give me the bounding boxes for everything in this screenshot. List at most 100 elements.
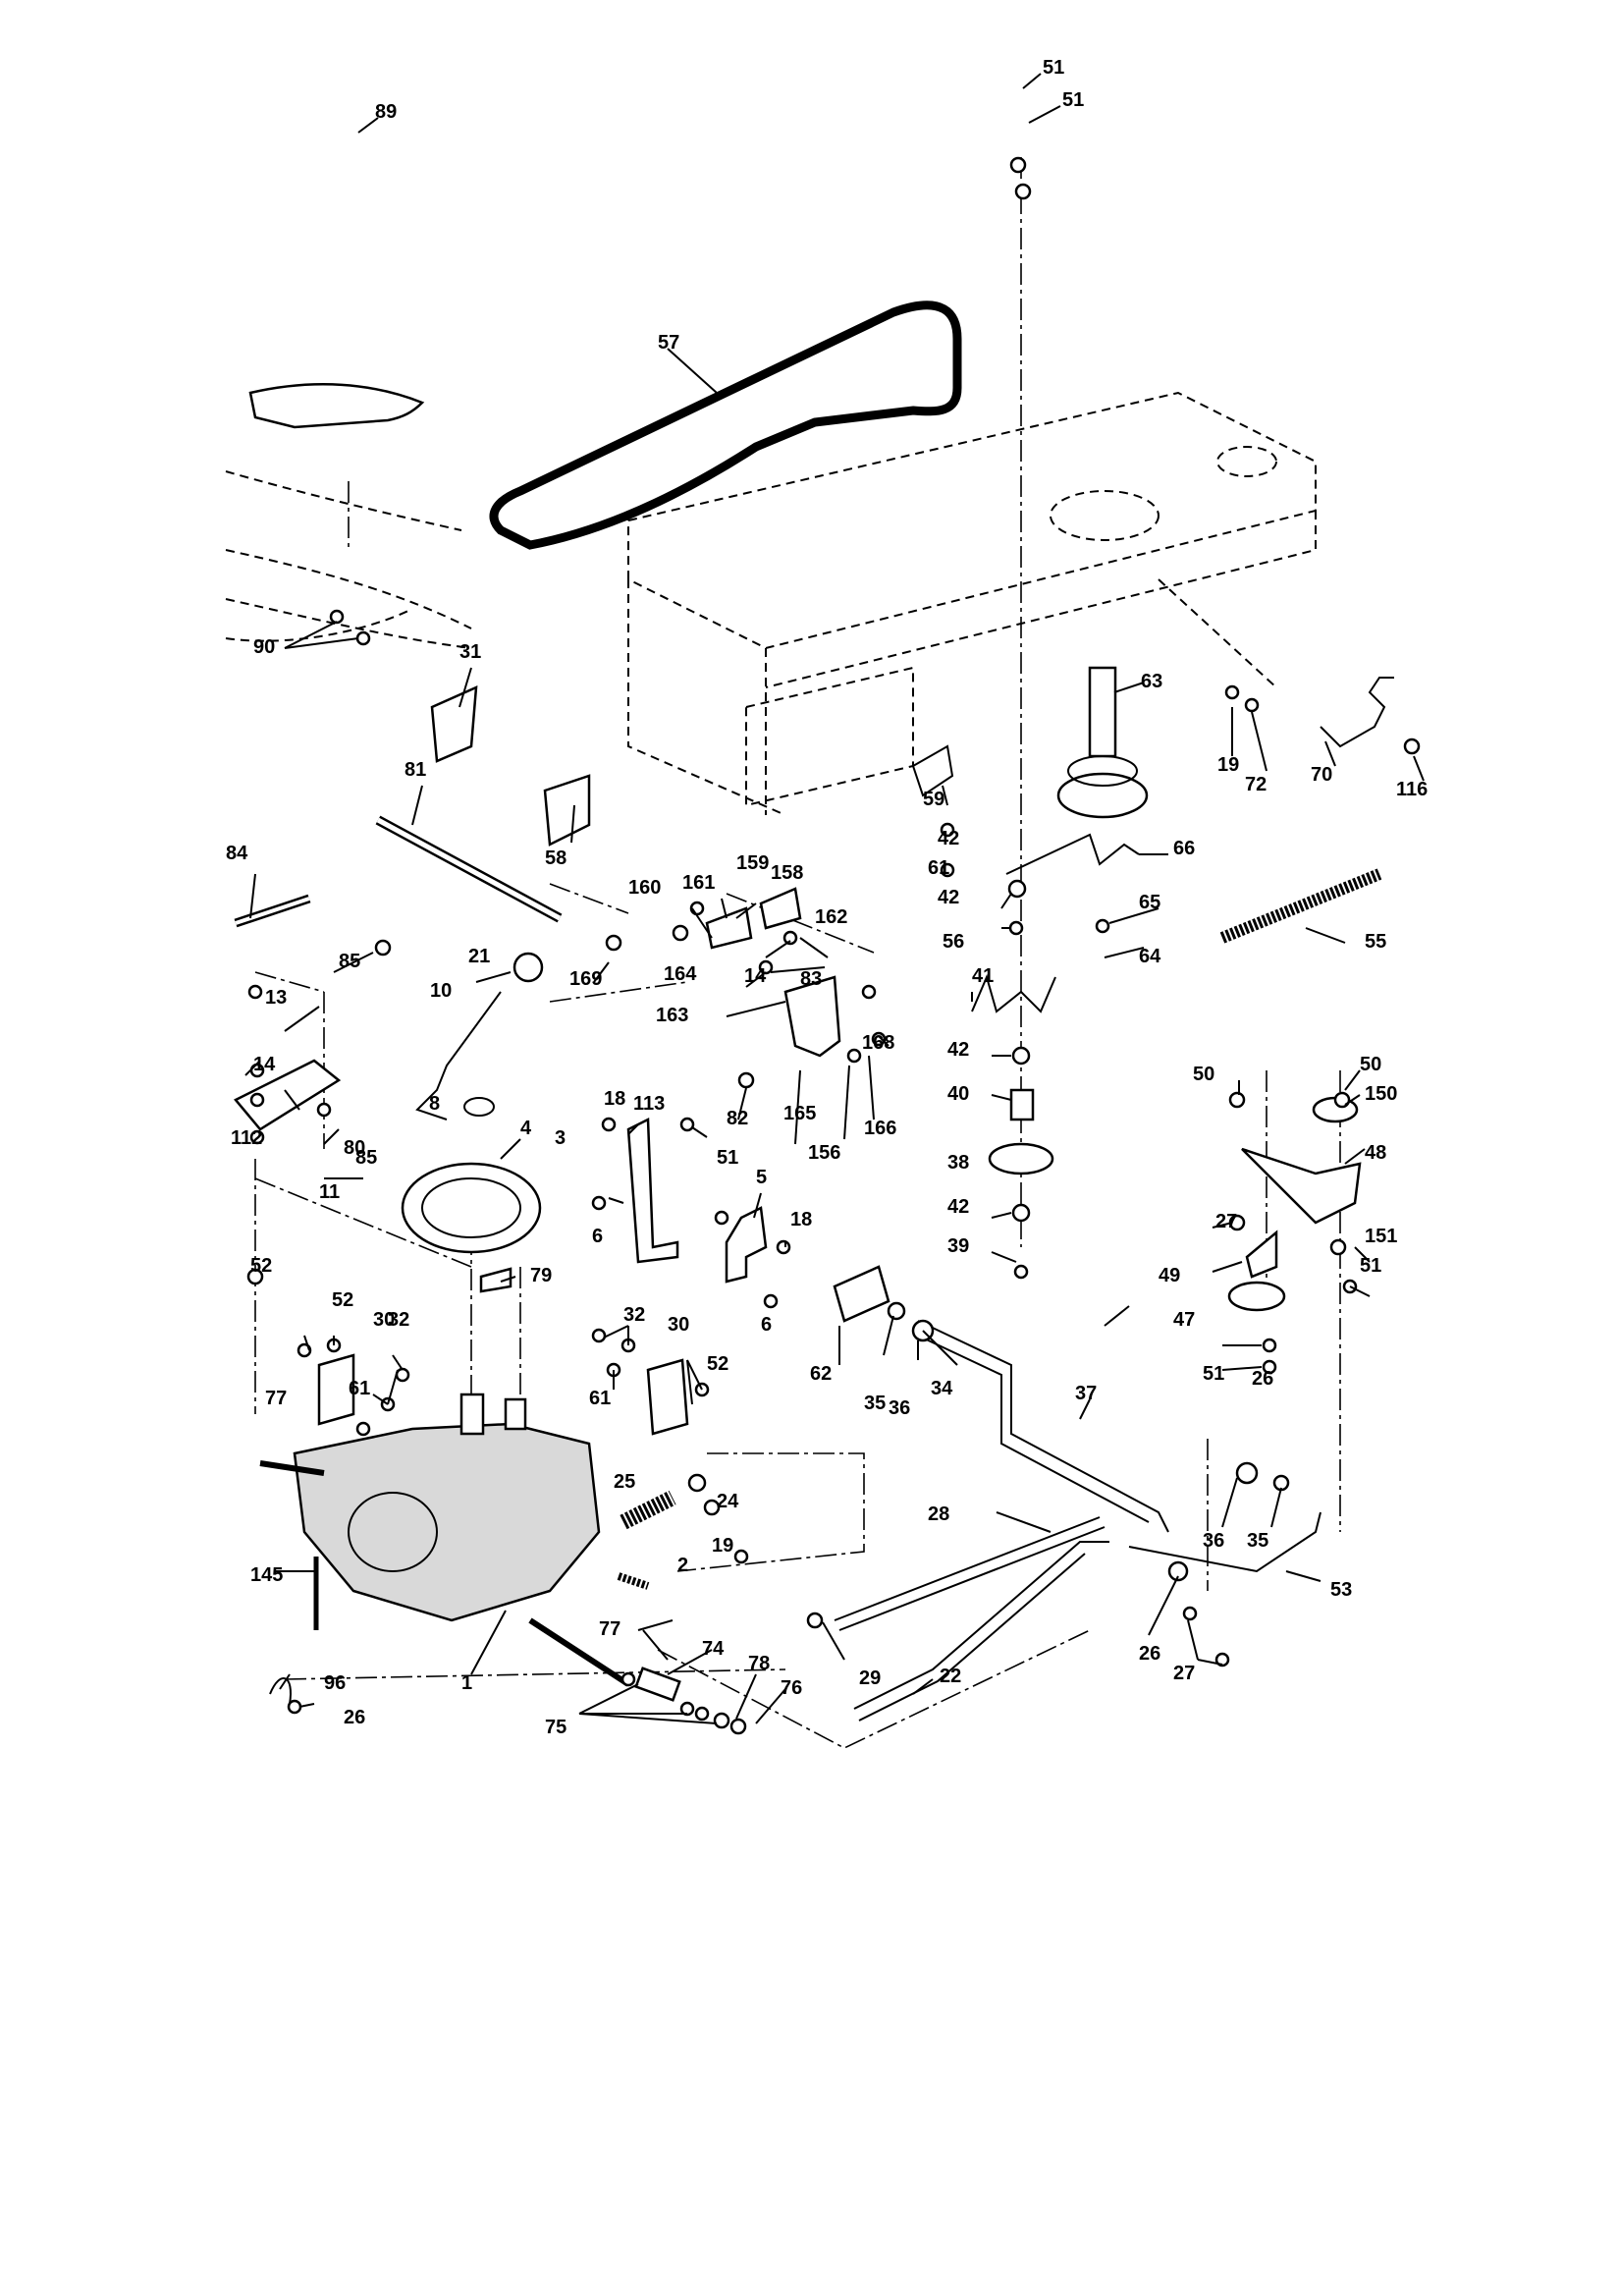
part-label-62: 62: [810, 1363, 832, 1385]
part-label-55: 55: [1365, 931, 1386, 953]
part-label-80: 80: [344, 1137, 365, 1159]
part-label-63: 63: [1141, 671, 1162, 692]
part-label-52: 52: [250, 1255, 272, 1277]
part-label-150: 150: [1365, 1083, 1397, 1105]
part-label-18: 18: [790, 1209, 812, 1230]
part-label-61: 61: [928, 857, 949, 879]
part-label-29: 29: [859, 1667, 881, 1689]
part-label-42: 42: [938, 828, 959, 849]
part-label-35: 35: [1247, 1530, 1268, 1552]
transaxle-1: [293, 1422, 601, 1622]
part-label-66: 66: [1173, 838, 1195, 859]
lever-8: [415, 991, 502, 1121]
part-label-163: 163: [656, 1005, 688, 1026]
part-label-2: 2: [677, 1555, 688, 1576]
part-label-61: 61: [589, 1388, 611, 1409]
pulley-47: [1227, 1281, 1286, 1312]
part-label-32: 32: [388, 1309, 409, 1331]
part-label-49: 49: [1159, 1265, 1180, 1286]
leader-lines: [244, 73, 1425, 1724]
part-label-38: 38: [947, 1152, 969, 1174]
part-label-78: 78: [748, 1653, 770, 1674]
part-label-26: 26: [1252, 1368, 1273, 1390]
clip-59: [911, 744, 954, 797]
part-label-11: 11: [319, 1181, 340, 1203]
spring-25: [620, 1490, 676, 1530]
part-label-10: 10: [430, 980, 452, 1002]
part-label-26: 26: [1139, 1643, 1160, 1665]
part-label-158: 158: [771, 862, 803, 884]
spindle-63: [1088, 666, 1117, 758]
part-label-34: 34: [931, 1378, 953, 1399]
part-label-81: 81: [404, 759, 426, 781]
part-label-76: 76: [781, 1677, 802, 1699]
part-label-30: 30: [373, 1309, 395, 1331]
part-label-6: 6: [761, 1314, 772, 1336]
bracket-165: [783, 975, 841, 1058]
part-label-53: 53: [1330, 1579, 1352, 1601]
pulley-63: [1056, 772, 1149, 819]
bracket-49: [1245, 1230, 1278, 1279]
part-label-83: 83: [800, 968, 822, 990]
rod-22: [853, 1541, 1109, 1710]
spring-41: [971, 974, 1056, 1013]
part-label-19: 19: [1217, 754, 1239, 776]
bracket-70: [1320, 677, 1394, 748]
part-label-3: 3: [555, 1127, 566, 1149]
part-label-79: 79: [530, 1265, 552, 1286]
part-label-36: 36: [1203, 1530, 1224, 1552]
part-label-14: 14: [253, 1054, 276, 1075]
part-label-14: 14: [744, 965, 767, 987]
part-label-13: 13: [265, 987, 287, 1009]
bracket-158: [759, 887, 802, 930]
part-label-50: 50: [1360, 1054, 1381, 1075]
part-label-6: 6: [592, 1226, 603, 1247]
fender-cover: [248, 383, 425, 429]
part-label-5: 5: [756, 1167, 767, 1188]
part-label-25: 25: [614, 1471, 635, 1493]
key-79: [479, 1267, 512, 1293]
ring-4: [463, 1097, 495, 1117]
part-label-151: 151: [1365, 1226, 1397, 1247]
part-label-42: 42: [938, 887, 959, 908]
bushing-62: [833, 1265, 890, 1323]
part-label-22: 22: [940, 1666, 961, 1687]
part-label-85: 85: [339, 951, 360, 972]
spring-55: [1219, 868, 1382, 944]
part-label-51: 51: [1043, 57, 1064, 79]
part-label-52: 52: [332, 1289, 353, 1311]
part-label-72: 72: [1245, 774, 1267, 795]
part-label-50: 50: [1193, 1064, 1214, 1085]
part-label-52: 52: [707, 1353, 728, 1375]
part-label-159: 159: [736, 852, 769, 874]
drive-belt: [489, 301, 962, 550]
bracket-30-right: [646, 1358, 689, 1436]
part-label-37: 37: [1075, 1383, 1097, 1404]
spacer-74: [634, 1667, 681, 1702]
part-label-1: 1: [461, 1672, 472, 1694]
bracket-58: [543, 774, 591, 847]
bracket-30-left: [317, 1353, 355, 1426]
bracket-113: [626, 1118, 679, 1264]
part-label-85: 85: [355, 1147, 377, 1169]
part-label-75: 75: [545, 1717, 566, 1738]
part-label-4: 4: [520, 1118, 532, 1139]
part-label-35: 35: [864, 1393, 886, 1414]
rod-66: [1005, 833, 1140, 875]
part-label-145: 145: [250, 1564, 283, 1586]
fender-outline: [225, 470, 472, 649]
part-label-27: 27: [1173, 1663, 1195, 1684]
bracket-5: [725, 1206, 768, 1284]
part-label-31: 31: [459, 641, 481, 663]
part-label-18: 18: [604, 1088, 625, 1110]
rod-53: [1128, 1511, 1321, 1573]
rod-34: [917, 1320, 1169, 1533]
part-label-156: 156: [808, 1142, 840, 1164]
part-label-77: 77: [265, 1388, 287, 1409]
part-label-51: 51: [1062, 89, 1084, 111]
part-label-42: 42: [947, 1196, 969, 1218]
part-label-36: 36: [889, 1397, 910, 1419]
part-label-74: 74: [702, 1638, 725, 1660]
part-label-160: 160: [628, 877, 661, 899]
